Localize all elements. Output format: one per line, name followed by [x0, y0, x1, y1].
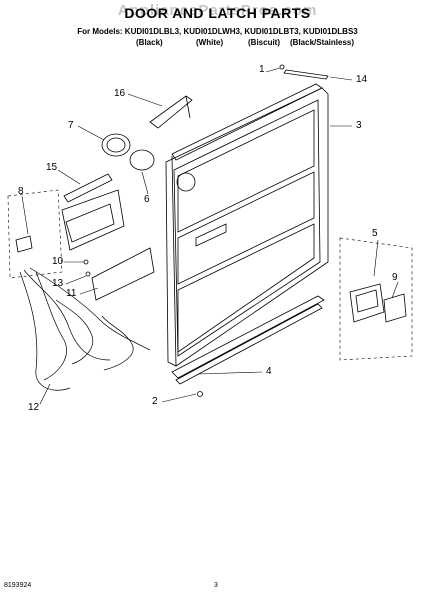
group-5-box — [339, 237, 413, 361]
callout-8: 8 — [18, 186, 24, 197]
color-biscuit: (Biscuit) — [248, 38, 280, 47]
part-3-door-panel — [165, 83, 329, 367]
callout-14: 14 — [356, 74, 368, 85]
part-11-panel — [91, 247, 155, 301]
models-line: For Models: KUDI01DLBL3, KUDI01DLWH3, KU… — [77, 27, 358, 36]
callout-7: 7 — [68, 120, 74, 131]
part-15-handle — [63, 173, 113, 203]
callout-3: 3 — [356, 120, 362, 131]
callout-12: 12 — [28, 402, 40, 413]
part-8-switch — [15, 235, 33, 253]
page-title: DOOR AND LATCH PARTS — [124, 5, 311, 21]
callout-10: 10 — [52, 256, 64, 267]
part-6-gasket — [129, 149, 155, 171]
part-14-top-trim — [279, 64, 329, 80]
callout-5: 5 — [372, 228, 378, 239]
callout-6: 6 — [144, 194, 150, 205]
callout-4: 4 — [266, 366, 272, 377]
callout-1: 1 — [259, 64, 265, 75]
callout-15: 15 — [46, 162, 58, 173]
callout-leaders — [21, 67, 399, 405]
color-black-stainless: (Black/Stainless) — [290, 38, 355, 47]
page-number: 3 — [214, 582, 218, 589]
part-13-screw — [85, 271, 91, 277]
callout-11: 11 — [66, 288, 77, 299]
part-7-vent — [101, 133, 131, 157]
part-10-screw — [83, 259, 89, 265]
callout-9: 9 — [392, 272, 398, 283]
latch-assembly — [61, 189, 125, 251]
color-black: (Black) — [136, 38, 163, 47]
callout-16: 16 — [114, 88, 126, 99]
color-white: (White) — [196, 38, 224, 47]
watermark: AppliancePartsPros.com — [117, 2, 318, 19]
part-9-seal — [383, 293, 407, 323]
callout-2: 2 — [152, 396, 158, 407]
callout-13: 13 — [52, 278, 64, 289]
part-16-edge — [185, 95, 191, 119]
doc-number: 8193924 — [4, 582, 32, 589]
part-5-module — [349, 283, 385, 323]
part-16-bracket — [149, 95, 193, 129]
group-8-box — [7, 189, 63, 279]
part-2-screw — [197, 391, 203, 397]
part-12-wire-harness — [19, 267, 151, 391]
part-4-bottom-trim — [171, 295, 325, 385]
